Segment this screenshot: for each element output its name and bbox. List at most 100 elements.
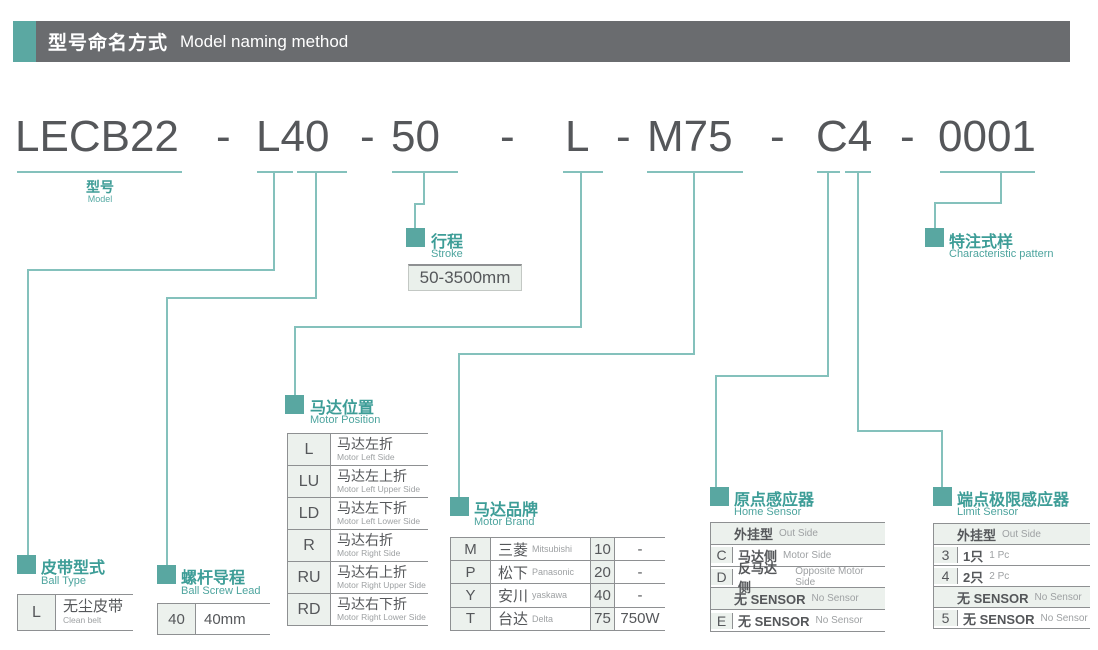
- connector-line-segment: [580, 171, 582, 326]
- code-cell: 40: [158, 604, 196, 634]
- page-title-en: Model naming method: [180, 31, 349, 51]
- model-label-en: Model: [87, 194, 113, 204]
- home-sensor-title-cn: 原点感应器: [734, 492, 815, 509]
- code-cell: L: [288, 434, 331, 465]
- brand-cn: 三菱: [498, 541, 529, 559]
- power-cell: -: [637, 540, 643, 558]
- section-cn: 外挂型: [957, 527, 997, 543]
- desc-en: Motor Left Side: [337, 452, 395, 462]
- code-cell: C: [711, 547, 733, 564]
- desc-en: Motor Side: [783, 549, 832, 561]
- section-row: 外挂型 Out Side: [934, 523, 1090, 544]
- stroke-title-en: Stroke: [431, 248, 463, 260]
- power-code-cell: 10: [591, 538, 615, 561]
- motor-position-title-cn: 马达位置: [310, 400, 375, 417]
- desc-cn: 无 SENSOR: [738, 614, 810, 630]
- home-sensor-square-icon: [710, 487, 729, 506]
- connector-line-segment: [940, 171, 1035, 173]
- characteristic-title-en: Characteristic pattern: [949, 248, 1054, 260]
- brand-en: yaskawa: [532, 590, 568, 601]
- model-segment: LECB22: [15, 112, 179, 161]
- connector-line-segment: [414, 203, 416, 228]
- code-cell: P: [451, 561, 491, 584]
- connector-line-segment: [647, 171, 743, 173]
- desc-en: Opposite Motor Side: [795, 566, 864, 588]
- table-row: C 马达侧 Motor Side: [711, 543, 885, 566]
- model-separator: -: [770, 112, 785, 161]
- desc-cn: 2只: [963, 569, 984, 585]
- section-en: Out Side: [779, 527, 818, 539]
- desc-cn: 马达左折: [337, 436, 393, 452]
- connector-line-segment: [817, 171, 840, 173]
- connector-line-segment: [458, 353, 695, 355]
- ball-screw-lead-title-cn: 螺杆导程: [181, 570, 246, 587]
- connector-line-segment: [294, 326, 296, 395]
- code-cell: RD: [288, 594, 331, 625]
- limit-sensor-square-icon: [933, 487, 952, 506]
- model-segment: M75: [647, 112, 733, 161]
- motor-position-square-icon: [285, 395, 304, 414]
- desc-cn: 无 SENSOR: [963, 611, 1035, 627]
- desc-cn: 无尘皮带: [63, 598, 124, 615]
- section-cn: 无 SENSOR: [957, 590, 1029, 606]
- model-separator: -: [216, 112, 231, 161]
- motor-brand-title-en: Motor Brand: [474, 516, 535, 528]
- connector-line-segment: [827, 171, 829, 375]
- motor-position-title-en: Motor Position: [310, 414, 381, 426]
- code-cell: Y: [451, 584, 491, 607]
- characteristic-square-icon: [925, 228, 944, 247]
- motor-brand-square-icon: [450, 497, 469, 516]
- code-cell: 4: [934, 568, 958, 584]
- section-cn: 外挂型: [734, 526, 774, 542]
- connector-line-segment: [294, 326, 582, 328]
- model-segment: L: [565, 112, 590, 161]
- desc-en: Motor Right Side: [337, 548, 401, 558]
- section-header-bar: 型号命名方式 Model naming method: [13, 21, 1070, 62]
- code-cell: RU: [288, 562, 331, 593]
- model-separator: -: [360, 112, 375, 161]
- model-separator: -: [900, 112, 915, 161]
- code-cell: LD: [288, 498, 331, 529]
- desc-en: Clean belt: [63, 615, 102, 625]
- desc-en: Motor Left Lower Side: [337, 516, 421, 526]
- power-cell: 750W: [620, 610, 660, 628]
- power-code-cell: 40: [591, 584, 615, 607]
- connector-line-segment: [27, 269, 275, 271]
- desc-en: Motor Right Lower Side: [337, 612, 426, 622]
- code-cell: 3: [934, 547, 958, 563]
- desc-en: 1 Pc: [989, 549, 1010, 561]
- desc-en: Motor Left Upper Side: [337, 484, 421, 494]
- desc-cn: 马达侧: [738, 548, 778, 564]
- limit-sensor-title-en: Limit Sensor: [957, 506, 1019, 518]
- model-segment: 0001: [938, 112, 1036, 161]
- power-code-cell: 20: [591, 561, 615, 584]
- section-en: Out Side: [1002, 528, 1041, 540]
- ball-type-title-cn: 皮带型式: [41, 560, 106, 577]
- code-cell: M: [451, 538, 491, 561]
- model-separator: -: [616, 112, 631, 161]
- section-en: No Sensor: [811, 593, 859, 605]
- ball-screw-lead-title-en: Ball Screw Lead: [181, 585, 261, 597]
- connector-line-segment: [414, 203, 425, 205]
- ball-screw-lead-square-icon: [157, 565, 176, 584]
